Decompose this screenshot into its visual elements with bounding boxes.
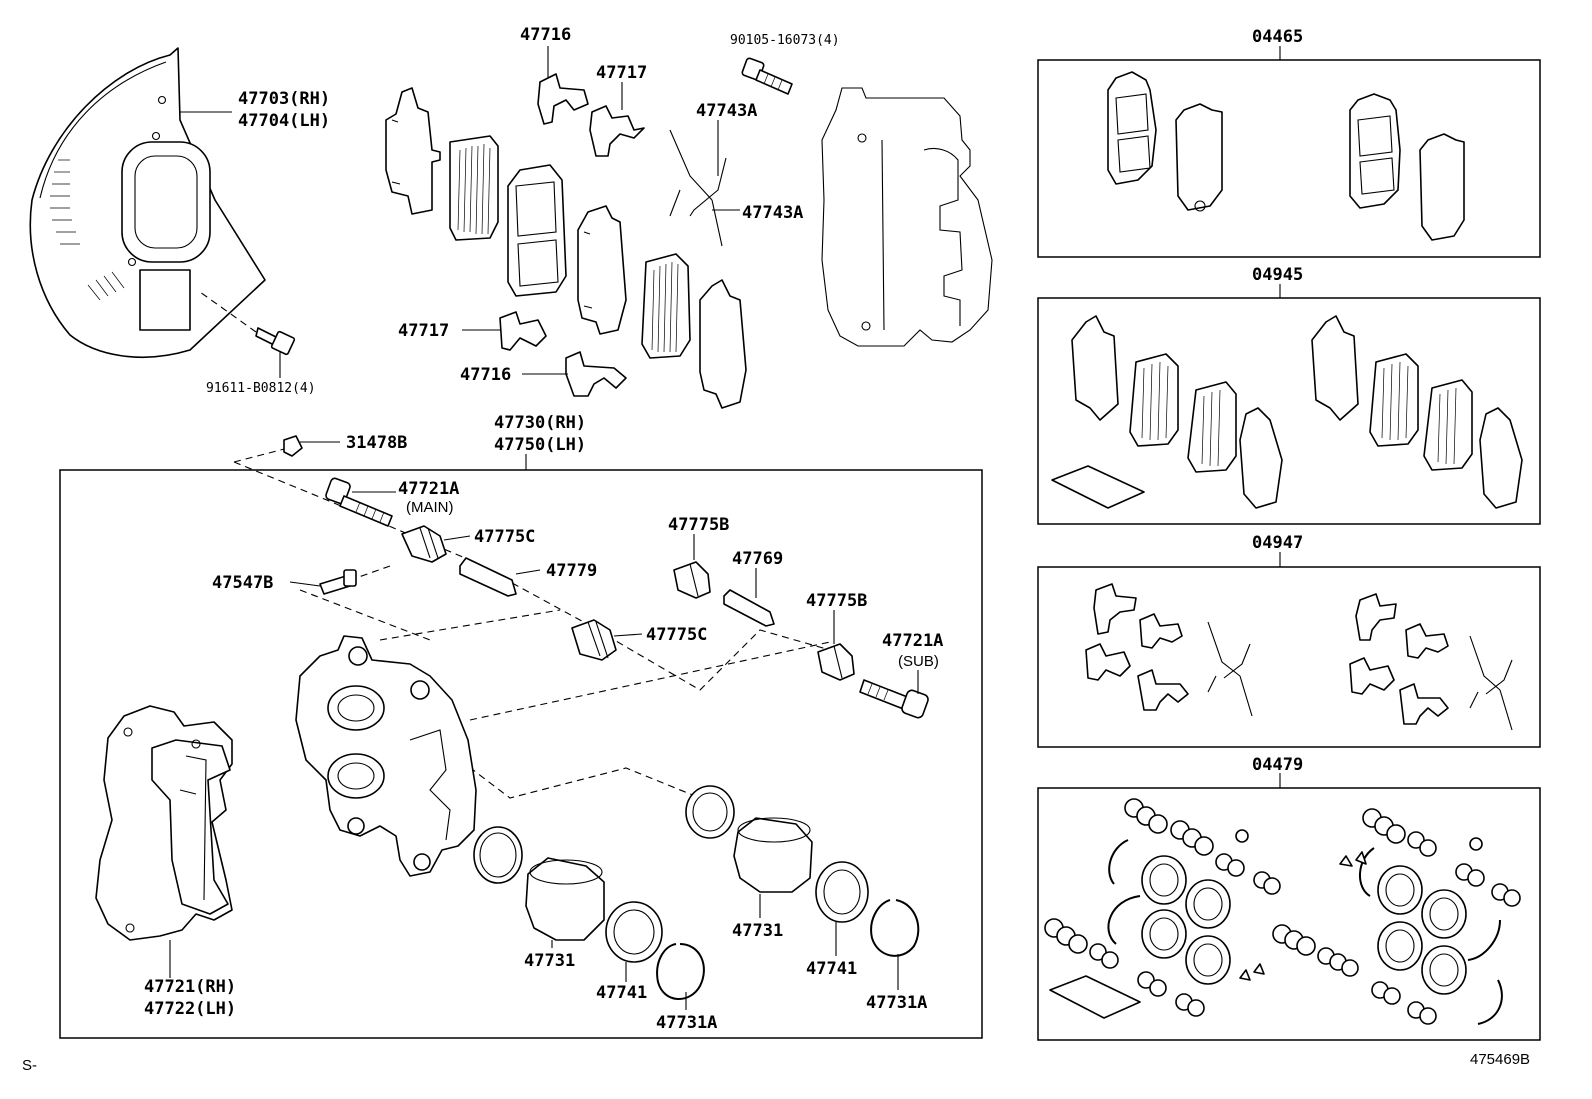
label-47741-1: 47741 bbox=[596, 983, 647, 1003]
label-main-note: (MAIN) bbox=[406, 499, 454, 516]
kit-box-04465 bbox=[1037, 59, 1541, 258]
bolt-47721A-main bbox=[325, 477, 393, 527]
label-47743A-1: 47743A bbox=[696, 101, 757, 121]
label-47716-top: 47716 bbox=[520, 25, 571, 45]
seal-ring-1 bbox=[473, 826, 523, 884]
clip-47717-low bbox=[499, 311, 547, 351]
brake-pad-upper-left bbox=[385, 87, 441, 215]
label-91611: 91611-B0812(4) bbox=[206, 381, 316, 396]
label-31478B: 31478B bbox=[346, 433, 407, 453]
label-47731A-2: 47731A bbox=[866, 993, 927, 1013]
label-47731-2: 47731 bbox=[732, 921, 783, 941]
kit-04465-contents bbox=[1107, 71, 1465, 241]
label-47717-top: 47717 bbox=[596, 63, 647, 83]
pin-47779 bbox=[459, 557, 517, 597]
clip-47716-top bbox=[537, 73, 589, 125]
piston-47731-1 bbox=[525, 857, 605, 941]
clip-47717-top bbox=[589, 105, 645, 157]
label-47775B-2: 47775B bbox=[806, 591, 867, 611]
label-47775B-1: 47775B bbox=[668, 515, 729, 535]
kit-box-04945 bbox=[1037, 297, 1541, 525]
kit-04947-contents bbox=[1085, 583, 1513, 731]
boot-47775C-lower bbox=[571, 619, 617, 661]
label-47730: 47730(RH) bbox=[494, 413, 586, 433]
label-sub-note: (SUB) bbox=[898, 653, 939, 670]
label-47779: 47779 bbox=[546, 561, 597, 581]
bolt-47721A-sub bbox=[859, 679, 929, 719]
label-kit-04945: 04945 bbox=[1252, 265, 1303, 285]
label-47721A-sub: 47721A bbox=[882, 631, 943, 651]
clip-47716-low bbox=[565, 351, 627, 397]
label-47775C-1: 47775C bbox=[474, 527, 535, 547]
piston-47731-2 bbox=[733, 817, 813, 893]
label-47717-low: 47717 bbox=[398, 321, 449, 341]
label-47750: 47750(LH) bbox=[494, 435, 586, 455]
caliper-assembly-box bbox=[59, 469, 983, 1039]
caliper-body-upper bbox=[821, 87, 993, 347]
bleeder-cap-31478B bbox=[283, 435, 303, 457]
brake-pad-outer bbox=[699, 279, 747, 409]
boot-ring-47741-2 bbox=[815, 861, 869, 923]
brake-pad-upper-right bbox=[577, 205, 627, 335]
label-47547B: 47547B bbox=[212, 573, 273, 593]
label-90105: 90105-16073(4) bbox=[730, 33, 840, 48]
boot-47775B-lower bbox=[817, 643, 855, 681]
label-47741-2: 47741 bbox=[806, 959, 857, 979]
label-47743A-2: 47743A bbox=[742, 203, 803, 223]
caliper-bracket bbox=[95, 705, 233, 941]
bolt-91611 bbox=[199, 291, 296, 356]
label-47775C-2: 47775C bbox=[646, 625, 707, 645]
label-47731A-1: 47731A bbox=[656, 1013, 717, 1033]
kit-box-04947 bbox=[1037, 566, 1541, 748]
label-47722: 47722(LH) bbox=[144, 999, 236, 1019]
label-47721A-main: 47721A bbox=[398, 479, 459, 499]
kit-04945-contents bbox=[1051, 315, 1523, 509]
label-47704: 47704(LH) bbox=[238, 111, 330, 131]
label-47731-1: 47731 bbox=[524, 951, 575, 971]
label-47721: 47721(RH) bbox=[144, 977, 236, 997]
boot-ring-47741-1 bbox=[605, 901, 663, 963]
boot-47775C-upper bbox=[401, 525, 447, 563]
shim-lower bbox=[641, 253, 691, 359]
boot-47775B-upper bbox=[673, 561, 711, 599]
dust-shield bbox=[29, 47, 266, 359]
label-47716-low: 47716 bbox=[460, 365, 511, 385]
label-kit-04479: 04479 bbox=[1252, 755, 1303, 775]
label-kit-04947: 04947 bbox=[1252, 533, 1303, 553]
bolt-90105 bbox=[741, 57, 793, 95]
seal-ring-2 bbox=[685, 785, 735, 839]
pin-47769 bbox=[723, 589, 775, 627]
caliper-body bbox=[295, 635, 477, 877]
bleeder-plug-47547B bbox=[319, 569, 357, 595]
spring-47743A bbox=[669, 129, 727, 247]
brake-pad-center bbox=[507, 164, 567, 297]
label-47769: 47769 bbox=[732, 549, 783, 569]
label-47703: 47703(RH) bbox=[238, 89, 330, 109]
corner-label-left: S- bbox=[22, 1057, 37, 1074]
label-kit-04465: 04465 bbox=[1252, 27, 1303, 47]
shim-upper bbox=[449, 135, 499, 241]
snap-ring-47731A-1 bbox=[656, 943, 705, 1000]
kit-box-04479 bbox=[1037, 787, 1541, 1041]
snap-ring-47731A-2 bbox=[870, 899, 920, 957]
illustration-code: 475469B bbox=[1470, 1051, 1530, 1068]
kit-04479-contents bbox=[1044, 798, 1521, 1025]
